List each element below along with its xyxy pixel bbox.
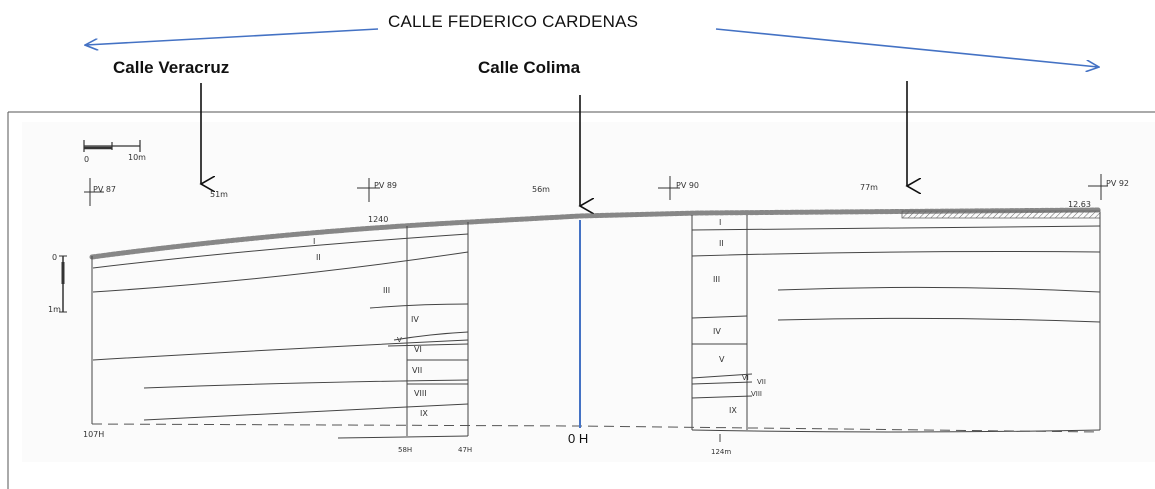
station-markers: [84, 174, 1108, 206]
layer-label: VII: [757, 378, 766, 386]
street-title-main: CALLE FEDERICO CARDENAS: [388, 12, 639, 31]
layer-label: V: [397, 336, 402, 344]
layer-label: IV: [411, 315, 419, 324]
distance-label: 51m: [210, 190, 228, 199]
station-label: PV 90: [676, 181, 699, 190]
depth-label-bottom: 1m: [48, 305, 61, 314]
layer-label: VII: [412, 366, 422, 375]
layer-label: II: [719, 239, 724, 248]
elevation-label: 12.63: [1068, 200, 1091, 209]
layer-label: VIII: [414, 389, 427, 398]
street-label-colima: Calle Colima: [478, 58, 581, 77]
bottom-label: 58H: [398, 446, 412, 454]
station-label: PV 87: [93, 185, 116, 194]
scale-label-start: 0: [84, 155, 89, 164]
station-label: PV 92: [1106, 179, 1129, 188]
bottom-label: 47H: [458, 446, 472, 454]
elevation-label: 1240: [368, 215, 388, 224]
layer-label: IX: [729, 406, 737, 415]
center-zero-label: 0 H: [568, 431, 588, 446]
layer-label: VIII: [751, 390, 762, 398]
layer-label: III: [383, 286, 390, 295]
layer-label: VI: [414, 345, 422, 354]
hatched-pavement: [901, 210, 1101, 219]
layer-label: II: [316, 253, 321, 262]
depth-scale: [59, 255, 67, 313]
layer-label: III: [713, 275, 720, 284]
scanned-sheet: [22, 122, 1155, 462]
street-arrow-left: [86, 28, 379, 45]
right-layer-labels: I II III IV V VI VII VIII IX: [713, 218, 766, 415]
street-label-veracruz: Calle Veracruz: [113, 58, 230, 77]
left-layer-labels: I II III IV V VI VII VIII IX: [313, 237, 428, 418]
distance-label: 77m: [860, 183, 878, 192]
bottom-label: 124m: [711, 448, 731, 456]
surface-gravel-line: [89, 207, 1103, 260]
scale-bar: [83, 140, 141, 152]
layer-label: V: [719, 355, 725, 364]
layer-label: IX: [420, 409, 428, 418]
depth-label-top: 0: [52, 253, 57, 262]
station-label: PV 89: [374, 181, 397, 190]
layer-label: I: [719, 218, 721, 227]
layer-label: I: [313, 237, 315, 246]
distance-label: 56m: [532, 185, 550, 194]
layer-label: VI: [742, 374, 749, 382]
street-arrow-right: [715, 28, 1098, 67]
scale-label-end: 10m: [128, 153, 146, 162]
bottom-label: 107H: [83, 430, 104, 439]
layer-label: IV: [713, 327, 721, 336]
left-profile: [91, 222, 469, 439]
